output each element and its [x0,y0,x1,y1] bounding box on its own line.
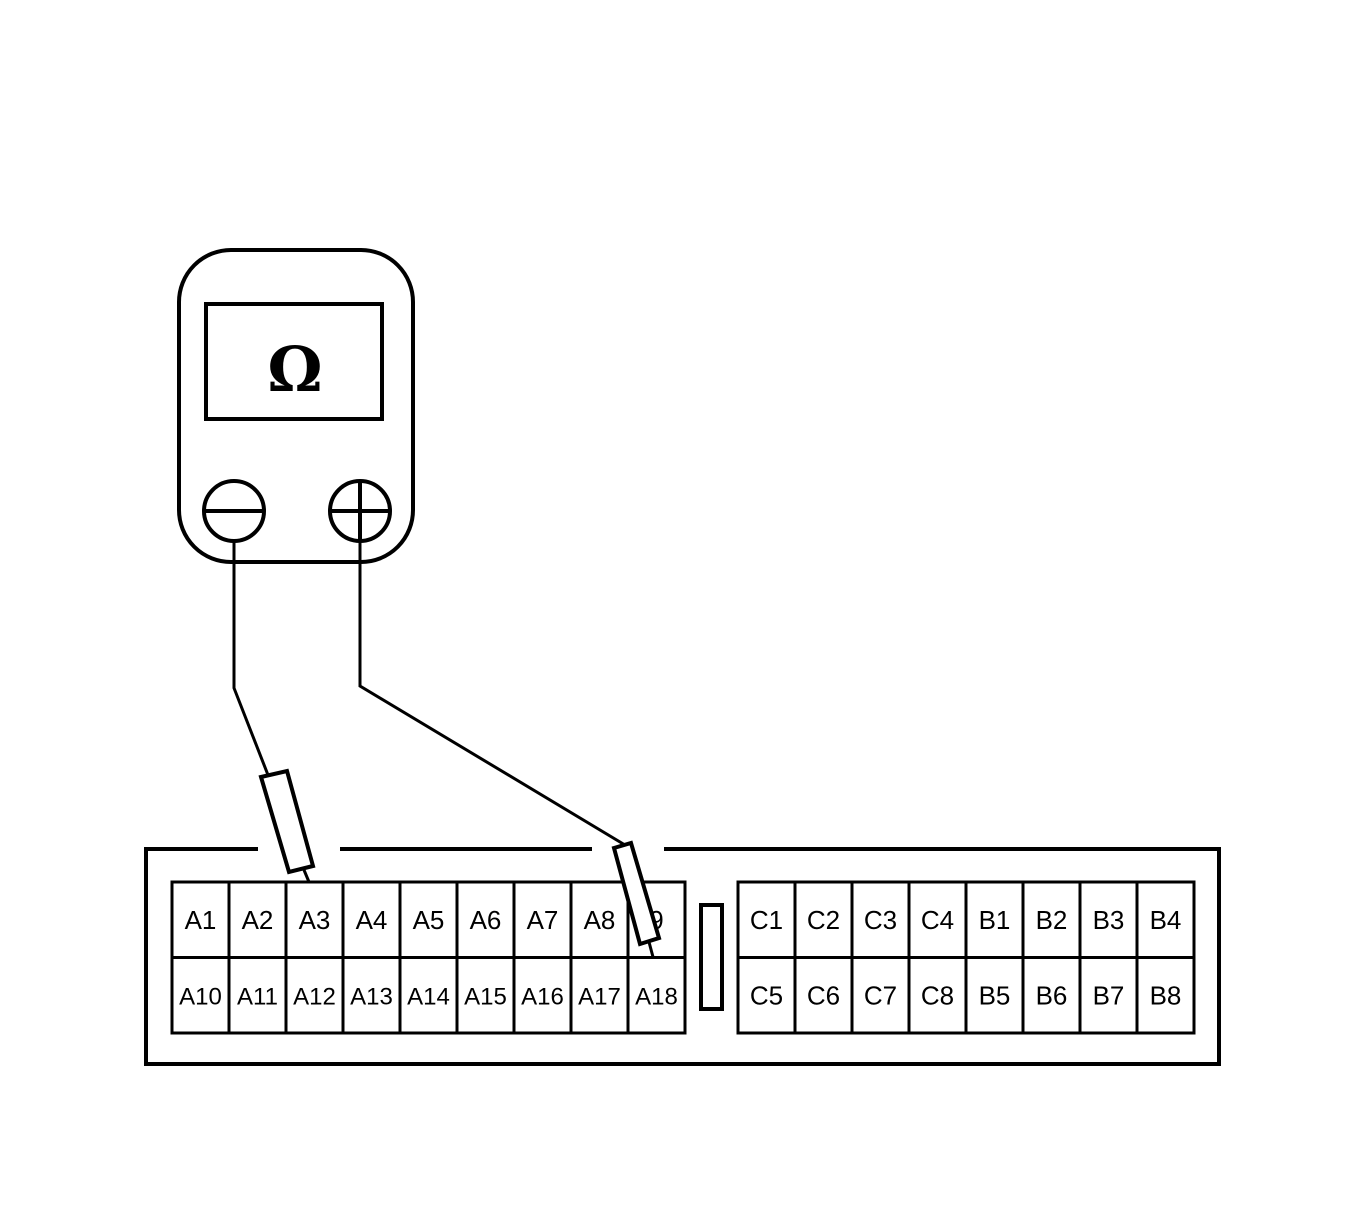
pin-label: A5 [413,905,445,935]
pin-label: A8 [584,905,616,935]
pin-label: A1 [185,905,217,935]
pin-label: B5 [979,980,1011,1010]
pin-label: B1 [979,905,1011,935]
pin-label: A6 [470,905,502,935]
pin-label: A18 [635,983,678,1010]
positive-terminal[interactable] [328,479,392,543]
pin-label: C4 [921,905,954,935]
pin-label: A7 [527,905,559,935]
multimeter-body [177,248,415,564]
positive-lead-wire [358,541,626,847]
multimeter-display [204,302,384,421]
pin-label: A13 [350,983,393,1010]
pin-label: B4 [1150,905,1182,935]
negative-lead-wire [232,541,270,776]
pin-label: A17 [578,983,621,1010]
pin-label: A11 [237,983,278,1010]
pin-label: B3 [1093,905,1125,935]
pin-label: B6 [1036,980,1068,1010]
connector-key-slot [699,903,724,1011]
pin-label: A4 [356,905,388,935]
ohm-symbol: Ω [267,333,322,406]
test-leads [232,541,626,847]
pin-label: A3 [299,905,331,935]
pin-label: A12 [293,983,336,1010]
pin-label: C3 [864,905,897,935]
pin-label: A10 [179,983,222,1010]
pin-label: A16 [521,983,564,1010]
pin-label: C1 [750,905,783,935]
pin-label: A15 [464,983,507,1010]
pin-label: A2 [242,905,274,935]
pin-label: B2 [1036,905,1068,935]
pin-label: C7 [864,980,897,1010]
negative-terminal[interactable] [202,479,266,543]
pin-label: C5 [750,980,783,1010]
multimeter: Ω [177,248,415,564]
pin-label: C6 [807,980,840,1010]
pin-label: C2 [807,905,840,935]
pin-label: A14 [407,983,450,1010]
connector-housing [144,847,1221,1066]
negative-probe[interactable] [258,768,316,883]
pin-label: B7 [1093,980,1125,1010]
positive-probe[interactable] [611,840,662,958]
pin-label: C8 [921,980,954,1010]
pin-label: B8 [1150,980,1182,1010]
